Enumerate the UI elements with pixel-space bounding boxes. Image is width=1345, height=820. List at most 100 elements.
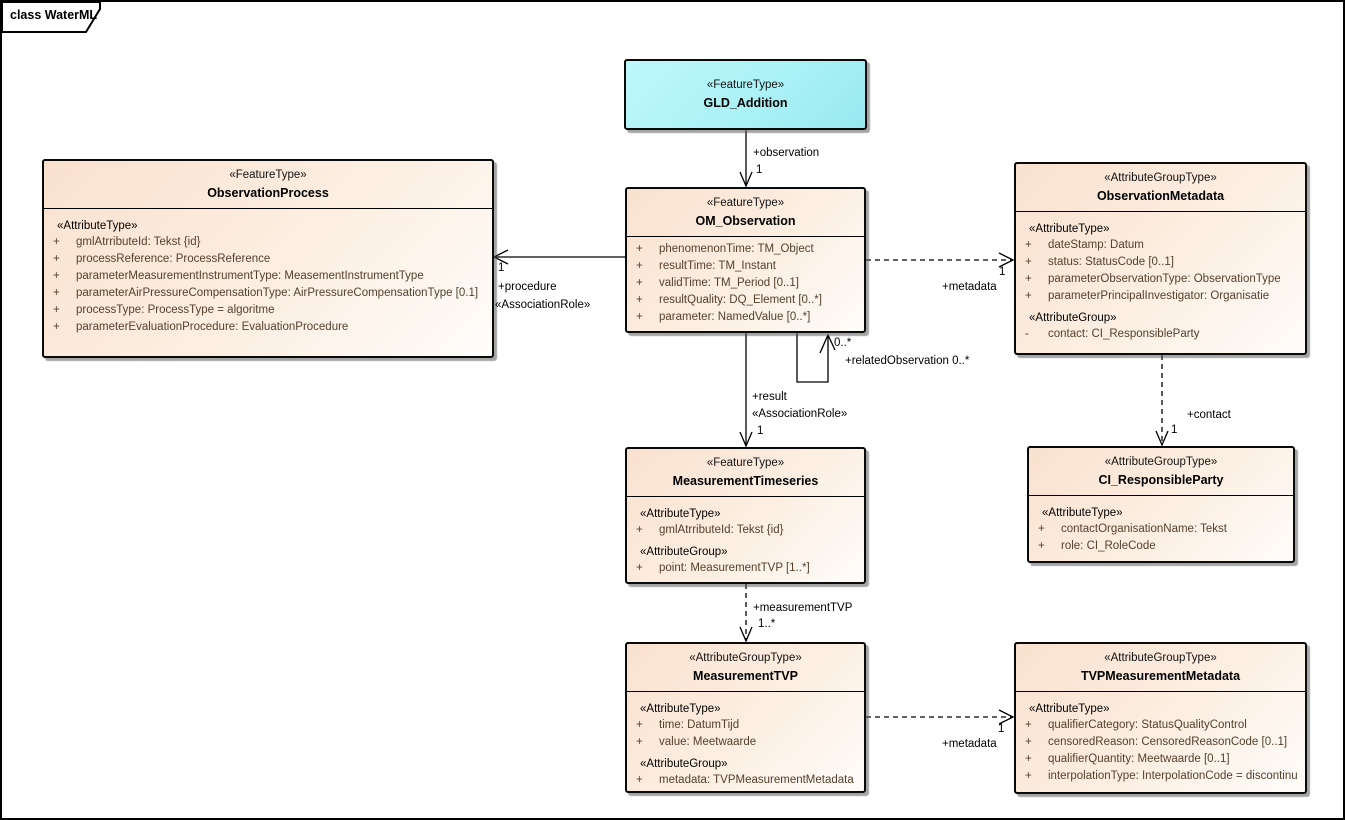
attribute-row: + processReference: ProcessReference xyxy=(44,251,489,268)
class-stereotype: «FeatureType» xyxy=(706,197,785,209)
attribute-text: parameterEvaluationProcedure: Evaluation… xyxy=(76,321,349,333)
label-measurement-tvp-multiplicity: 1..* xyxy=(758,618,776,630)
label-result-stereotype: «AssociationRole» xyxy=(752,408,848,420)
attribute-visibility: - xyxy=(1025,328,1029,340)
label-metadata-2-role: +metadata xyxy=(942,738,997,750)
attribute-visibility: + xyxy=(53,253,60,265)
label-contact-multiplicity: 1 xyxy=(1171,424,1178,436)
attribute-row: + resultQuality: DQ_Element [0..*] xyxy=(627,292,861,309)
attribute-visibility: + xyxy=(636,294,643,306)
class-box-tvp-measurement-metadata[interactable]: «AttributeGroupType» TVPMeasurementMetad… xyxy=(1014,642,1307,794)
attribute-visibility: + xyxy=(1025,273,1032,285)
attribute-visibility: + xyxy=(1025,719,1032,731)
attribute-text: parameter: NamedValue [0..*] xyxy=(659,311,811,323)
attribute-row: +validTime: TM_Period [0..1] xyxy=(627,275,861,292)
class-box-om-observation[interactable]: «FeatureType» OM_Observation +phenomenon… xyxy=(625,187,866,333)
attribute-row: + dateStamp: Datum xyxy=(1016,237,1302,254)
class-name: OM_Observation xyxy=(695,214,796,228)
attribute-visibility: + xyxy=(1025,239,1032,251)
attribute-text: status: StatusCode [0..1] xyxy=(1048,256,1174,268)
attribute-visibility: + xyxy=(1025,256,1032,268)
connector-related-observation xyxy=(796,333,829,383)
label-result-role: +result xyxy=(752,391,787,403)
attribute-text: censoredReason: CensoredReasonCode [0..1… xyxy=(1048,736,1288,748)
attribute-row: + parameter: NamedValue [0..*] xyxy=(627,309,861,326)
class-header: «AttributeGroupType» ObservationMetadata xyxy=(1016,164,1305,211)
label-result-multiplicity: 1 xyxy=(757,425,764,437)
attribute-text: qualifierCategory: StatusQualityControl xyxy=(1048,719,1247,731)
attribute-row: + gmlAtrributeId: Tekst {id} xyxy=(627,522,861,539)
attribute-section-header: «AttributeType» xyxy=(1042,507,1123,519)
attribute-row: +parameterAirPressureCompensationType: A… xyxy=(44,285,489,302)
attribute-row: +parameterMeasurementInstrumentType: Mea… xyxy=(44,268,489,285)
attribute-visibility: + xyxy=(53,236,60,248)
attribute-section-header: «AttributeType» xyxy=(1029,223,1110,235)
label-procedure-stereotype: «AssociationRole» xyxy=(495,299,591,311)
attribute-text: validTime: TM_Period [0..1] xyxy=(659,277,799,289)
attribute-group-header: «AttributeGroup» xyxy=(640,546,728,558)
attributes-compartment: «AttributeType» + qualifierCategory: Stat… xyxy=(1016,691,1305,789)
attribute-group-header: «AttributeGroup» xyxy=(1029,312,1117,324)
attribute-row: +parameterPrincipalInvestigator: Organis… xyxy=(1016,288,1302,305)
class-header: «AttributeGroupType» MeasurementTVP xyxy=(627,644,864,691)
label-metadata-1-role: +metadata xyxy=(942,281,997,293)
class-stereotype: «AttributeGroupType» xyxy=(689,652,802,664)
attribute-row: +interpolationType: InterpolationCode = … xyxy=(1016,768,1302,785)
attribute-row: +contactOrganisationName: Tekst xyxy=(1029,521,1290,538)
attributes-compartment: «AttributeType» +gmlAtrributeId: Tekst {… xyxy=(627,496,864,581)
attribute-text: processReference: ProcessReference xyxy=(76,253,271,265)
arrowhead-observation xyxy=(739,171,753,188)
attribute-row: +phenomenonTime: TM_Object xyxy=(627,241,861,258)
attribute-visibility: + xyxy=(1025,753,1032,765)
arrowhead-procedure xyxy=(492,249,509,265)
class-box-observation-process[interactable]: «FeatureType» ObservationProcess «Attrib… xyxy=(42,159,494,358)
attribute-visibility: + xyxy=(1025,736,1032,748)
attribute-row: +metadata: TVPMeasurementMetadata xyxy=(627,772,861,789)
attribute-section-header: «AttributeType» xyxy=(1029,703,1110,715)
class-stereotype: «AttributeGroupType» xyxy=(1104,172,1217,184)
attribute-visibility: + xyxy=(636,524,643,536)
class-stereotype: «FeatureType» xyxy=(229,169,307,181)
attribute-text: parameterPrincipalInvestigator: Organisa… xyxy=(1048,290,1270,302)
attribute-row: + censoredReason: CensoredReasonCode [0..… xyxy=(1016,734,1302,751)
attribute-text: resultQuality: DQ_Element [0..*] xyxy=(659,294,822,306)
attribute-row: +parameterObservationType: ObservationTy… xyxy=(1016,271,1302,288)
attribute-visibility: + xyxy=(636,736,643,748)
frame-tab-shape xyxy=(2,2,101,33)
class-name: GLD_Addition xyxy=(703,95,788,110)
attribute-text: qualifierQuantity: Meetwaarde [0..1] xyxy=(1048,753,1230,765)
class-box-ci-responsible-party[interactable]: «AttributeGroupType» CI_ResponsibleParty… xyxy=(1027,446,1295,563)
attribute-visibility: + xyxy=(636,562,643,574)
arrowhead-measurement-tvp xyxy=(739,626,753,643)
class-box-observation-metadata[interactable]: «AttributeGroupType» ObservationMetadata… xyxy=(1014,162,1307,355)
class-header: «AttributeGroupType» TVPMeasurementMetad… xyxy=(1016,644,1305,691)
class-stereotype: «FeatureType» xyxy=(706,78,785,91)
class-header: «FeatureType» GLD_Addition xyxy=(626,78,865,112)
attributes-compartment: «AttributeType» + dateStamp: Datum + statu… xyxy=(1016,211,1305,347)
attribute-text: resultTime: TM_Instant xyxy=(659,260,776,272)
attribute-text: parameterAirPressureCompensationType: Ai… xyxy=(76,287,479,299)
attribute-text: interpolationType: InterpolationCode = d… xyxy=(1048,770,1298,782)
attributes-compartment: «AttributeType» +contactOrganisationName… xyxy=(1029,495,1293,559)
label-related-observation-role: +relatedObservation 0..* xyxy=(845,355,970,367)
attribute-text: point: MeasurementTVP [1..*] xyxy=(659,562,810,574)
attribute-text: gmlAtrributeId: Tekst {id} xyxy=(659,524,784,536)
attribute-row: +value: Meetwaarde xyxy=(627,734,861,751)
class-box-gld-addition[interactable]: «FeatureType» GLD_Addition xyxy=(624,59,867,130)
attribute-visibility: + xyxy=(636,243,643,255)
class-box-measurement-timeseries[interactable]: «FeatureType» MeasurementTimeseries «Att… xyxy=(625,447,866,584)
attribute-text: dateStamp: Datum xyxy=(1048,239,1144,251)
attribute-text: processType: ProcessType = algoritme xyxy=(76,304,275,316)
class-name: MeasurementTimeseries xyxy=(672,474,819,488)
attribute-text: role: CI_RoleCode xyxy=(1061,540,1156,552)
class-header: «AttributeGroupType» CI_ResponsibleParty xyxy=(1029,448,1293,495)
arrowhead-metadata-1 xyxy=(998,252,1015,268)
class-name: TVPMeasurementMetadata xyxy=(1080,669,1241,683)
attribute-row: +resultTime: TM_Instant xyxy=(627,258,861,275)
attribute-visibility: + xyxy=(636,311,643,323)
class-box-measurement-tvp[interactable]: «AttributeGroupType» MeasurementTVP «Att… xyxy=(625,642,866,793)
class-name: ObservationProcess xyxy=(207,186,329,200)
label-observation-multiplicity: 1 xyxy=(756,164,763,176)
arrowhead-metadata-2 xyxy=(998,709,1015,725)
